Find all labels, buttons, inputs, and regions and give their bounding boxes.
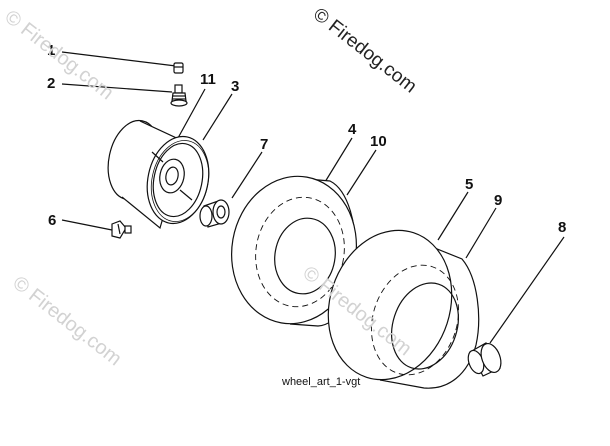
leader-9 [465,207,497,259]
callout-8: 8 [558,219,567,236]
leader-2 [61,83,173,93]
leader-7 [231,151,263,199]
grease-fitting-part-6 [111,220,132,239]
callout-4: 4 [348,121,357,138]
leader-5 [437,191,469,241]
wheel-rim-part-3 [107,119,210,230]
callout-6: 6 [48,212,57,229]
leader-6 [61,219,113,231]
leader-4 [324,137,353,183]
leader-10 [346,149,377,196]
callout-1: 1 [47,42,56,59]
callout-2: 2 [47,75,56,92]
valve-cap-part-1 [173,62,184,74]
valve-stem-part-2 [170,84,188,107]
tire-part-5 [327,229,480,389]
callout-10: 10 [370,133,387,150]
leader-8 [489,236,565,344]
callout-11: 11 [200,71,216,88]
rim-ring-part-11 [150,140,210,222]
hub-cap-part-8 [467,342,502,377]
bushing-part-7 [199,199,230,228]
callout-3: 3 [231,78,240,95]
callout-9: 9 [494,192,503,209]
leader-3 [202,93,233,141]
diagram-caption: wheel_art_1-vgt [282,376,361,388]
leader-11 [177,88,206,139]
callout-7: 7 [260,136,269,153]
callout-5: 5 [465,176,474,193]
leader-1 [61,51,177,67]
